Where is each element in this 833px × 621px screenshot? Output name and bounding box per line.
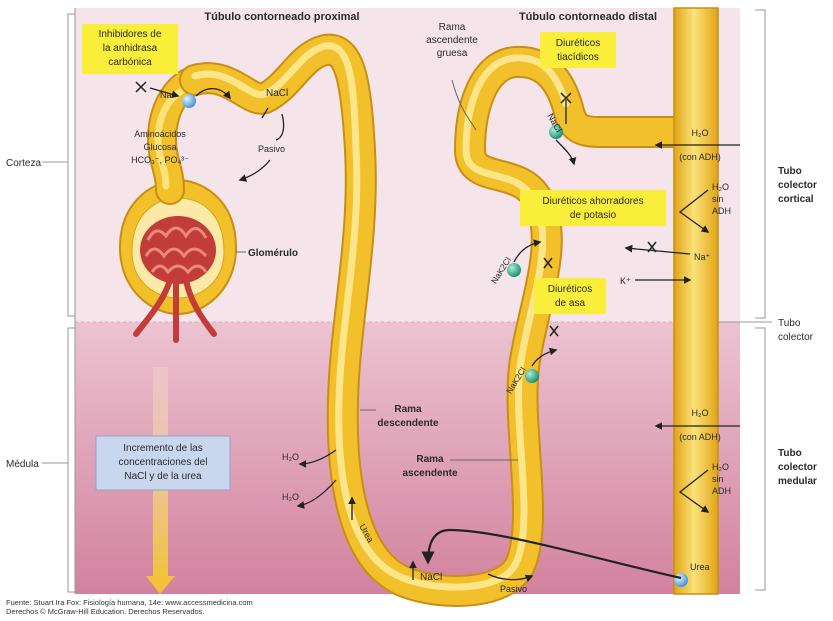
source-credit: Fuente: Stuart Ira Fox: Fisiología human…: [6, 598, 253, 616]
pasivo-top-label: Pasivo: [258, 144, 285, 154]
tubo-colector-cortical-label: Tubo colector cortical: [778, 166, 817, 205]
title-proximal: Túbulo contorneado proximal: [204, 11, 359, 23]
svg-text:Incremento de las: Incremento de las: [123, 443, 203, 454]
svg-text:H₂O: H₂O: [712, 462, 729, 472]
source-line-2: Derechos © McGraw-Hill Education. Derech…: [6, 607, 253, 616]
hco-po-label: HCO₃⁻, PO₄³⁻: [131, 155, 189, 165]
transporter-urea-col: [674, 573, 688, 587]
svg-text:ADH: ADH: [712, 206, 731, 216]
asa-box: Diuréticos de asa: [534, 278, 606, 314]
svg-text:descendente: descendente: [377, 418, 439, 429]
svg-text:la anhidrasa: la anhidrasa: [103, 43, 158, 54]
svg-text:Tubo: Tubo: [778, 166, 802, 177]
svg-text:ascendente: ascendente: [402, 468, 457, 479]
svg-text:Tubo: Tubo: [778, 448, 802, 459]
svg-text:H₂O: H₂O: [692, 408, 709, 418]
svg-text:cortical: cortical: [778, 194, 814, 205]
svg-text:carbónica: carbónica: [108, 57, 152, 68]
source-line-1: Fuente: Stuart Ira Fox: Fisiología human…: [6, 598, 253, 607]
medula-label: Médula: [6, 459, 39, 470]
svg-text:NaCl y de la urea: NaCl y de la urea: [124, 471, 202, 482]
k-plus-label: K⁺: [620, 276, 631, 286]
tiazidicos-box: Diuréticos tiacídicos: [540, 32, 616, 68]
pasivo-bottom-label: Pasivo: [500, 584, 527, 594]
anhidrasa-box: Inhibidores de la anhidrasa carbónica: [82, 24, 178, 74]
svg-text:medular: medular: [778, 476, 817, 487]
tubo-colector-medular-label: Tubo colector medular: [778, 448, 817, 487]
svg-text:sin: sin: [712, 194, 724, 204]
svg-text:ascendente: ascendente: [426, 35, 478, 46]
h2o-1-label: H₂O: [282, 452, 299, 462]
glomerulo-label: Glomérulo: [248, 248, 298, 259]
svg-text:Tubo: Tubo: [778, 318, 801, 329]
svg-text:tiacídicos: tiacídicos: [557, 52, 599, 63]
svg-text:gruesa: gruesa: [437, 48, 468, 59]
svg-text:(con ADH): (con ADH): [679, 152, 721, 162]
tubo-colector-label: Tubo colector: [778, 318, 814, 343]
transporter-na-pt: [182, 94, 196, 108]
urea-col-label: Urea: [690, 562, 710, 572]
aminoacidos-label: Aminoácidos: [134, 129, 186, 139]
svg-text:H₂O: H₂O: [712, 182, 729, 192]
svg-text:Diuréticos: Diuréticos: [556, 38, 600, 49]
svg-text:de potasio: de potasio: [570, 210, 617, 221]
svg-text:Rama: Rama: [439, 22, 466, 33]
incremento-box: Incremento de las concentraciones del Na…: [96, 436, 230, 490]
svg-text:colector: colector: [778, 332, 814, 343]
svg-text:Rama: Rama: [416, 454, 444, 465]
svg-text:colector: colector: [778, 462, 817, 473]
svg-text:colector: colector: [778, 180, 817, 191]
svg-text:sin: sin: [712, 474, 724, 484]
svg-text:Diuréticos ahorradores: Diuréticos ahorradores: [542, 196, 643, 207]
na-plus-col-label: Na⁺: [694, 252, 711, 262]
svg-text:de asa: de asa: [555, 298, 585, 309]
collecting-duct: [674, 8, 718, 594]
glucosa-label: Glucosa: [143, 142, 176, 152]
corteza-label: Corteza: [6, 158, 41, 169]
svg-text:concentraciones del: concentraciones del: [119, 457, 208, 468]
svg-text:Rama: Rama: [394, 404, 422, 415]
nacl-top-label: NaCl: [266, 88, 288, 99]
nacl-bottom-label: NaCl: [420, 572, 442, 583]
h2o-2-label: H₂O: [282, 492, 299, 502]
svg-text:Diuréticos: Diuréticos: [548, 284, 592, 295]
svg-text:(con ADH): (con ADH): [679, 432, 721, 442]
na-plus-label: Na⁺: [160, 90, 177, 100]
svg-text:Inhibidores de: Inhibidores de: [99, 29, 162, 40]
ahorradores-box: Diuréticos ahorradores de potasio: [520, 190, 666, 226]
svg-text:H₂O: H₂O: [692, 128, 709, 138]
svg-text:ADH: ADH: [712, 486, 731, 496]
title-distal: Túbulo contorneado distal: [519, 11, 657, 23]
